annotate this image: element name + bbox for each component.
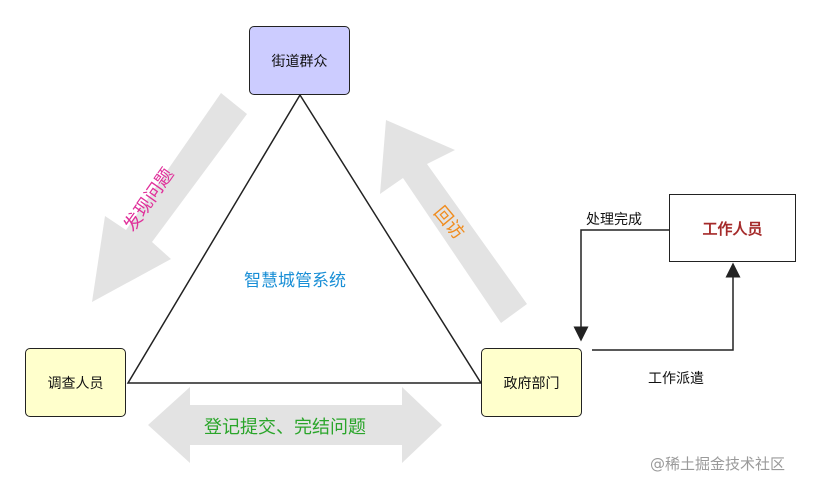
big-arrow-submit [148, 387, 442, 463]
watermark: @稀土掘金技术社区 [650, 455, 786, 473]
done-label: 处理完成 [586, 212, 642, 228]
dispatch-label: 工作派遣 [648, 371, 704, 387]
system-triangle [126, 93, 483, 384]
node-government: 政府部门 [481, 348, 582, 417]
dispatch-connector [592, 262, 741, 351]
node-residents-label: 街道群众 [271, 53, 328, 70]
big-arrow-discover [92, 93, 247, 302]
node-government-label: 政府部门 [503, 375, 560, 392]
node-investigators: 调查人员 [25, 348, 126, 417]
center-system-label: 智慧城管系统 [244, 271, 346, 291]
done-connector [573, 229, 669, 342]
node-investigators-label: 调查人员 [47, 375, 104, 392]
node-worker: 工作人员 [669, 194, 796, 262]
big-arrow-revisit [380, 120, 527, 323]
node-worker-label: 工作人员 [702, 219, 763, 238]
submit-flow-label: 登记提交、完结问题 [204, 417, 366, 438]
node-residents: 街道群众 [249, 26, 350, 95]
